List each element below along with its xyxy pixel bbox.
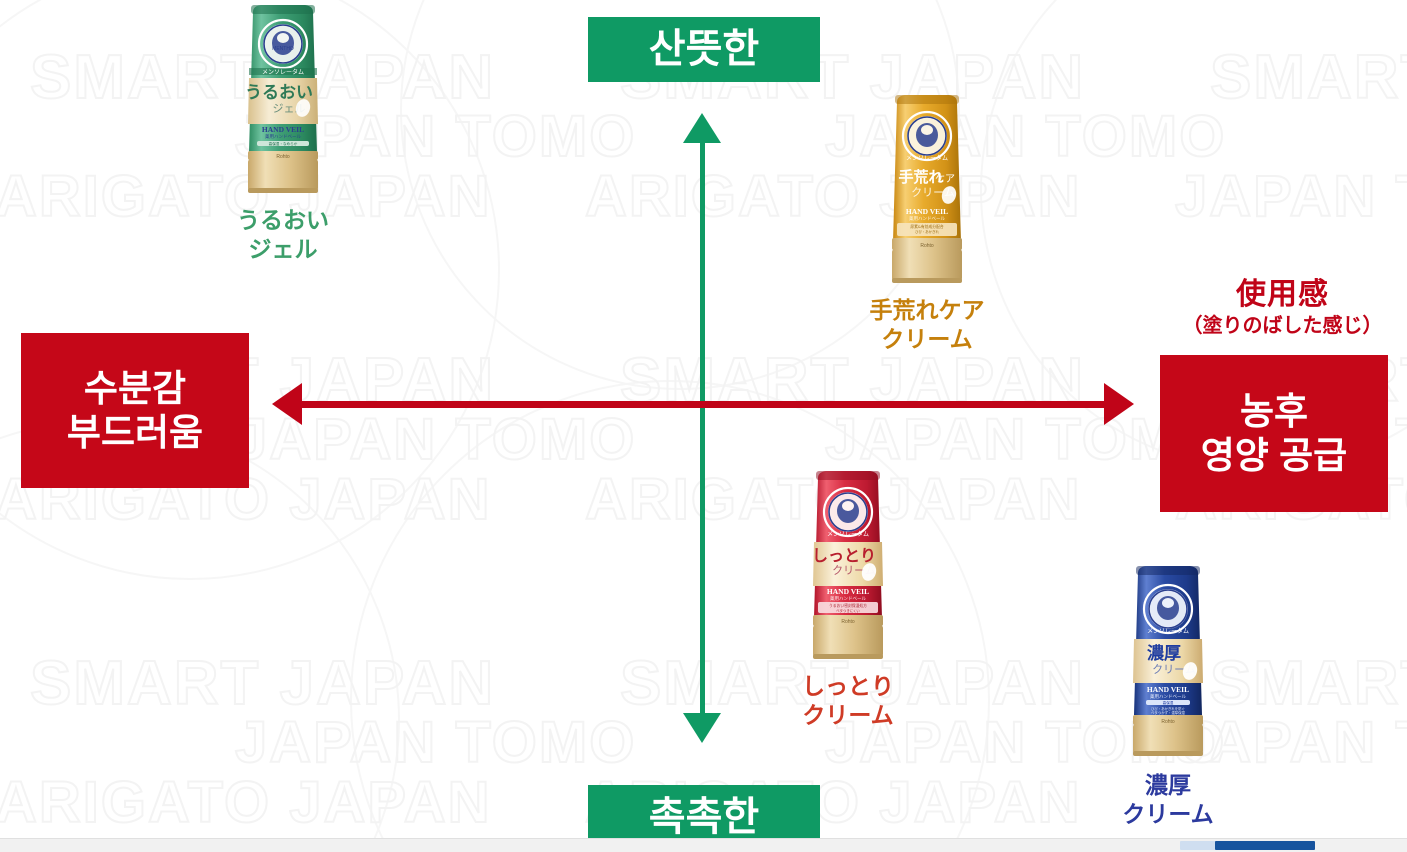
svg-text:メンソレータム: メンソレータム [827,530,869,538]
svg-text:HAND VEIL: HAND VEIL [906,207,948,216]
svg-text:しっとり: しっとり [812,546,876,565]
product-node-uruoi-gel[interactable]: MENTHO メンソレータム うるおい ジェル HAND VEIL 薬用ハンドベ… [198,2,368,264]
svg-text:うるおい密封保湿処方: うるおい密封保湿処方 [829,603,867,608]
watermark-text-line3: ARIGATO JAPAN [0,769,492,836]
product-image-shittori-cream: メンソレータム しっとり クリーム HAND VEIL 薬用ハンドベール うるお… [804,468,892,665]
axis-label-left: 수분감 부드러움 [21,333,249,488]
product-label-uruoi-gel: うるおい ジェル [237,207,329,262]
svg-text:薬用ハンドベール: 薬用ハンドベール [830,595,866,602]
watermark-text-line1: SMART JAPAN [1209,42,1407,113]
svg-text:メンソレータム: メンソレータム [1147,627,1189,635]
axis-label-top-text: 산뜻한 [648,26,760,71]
svg-text:うるおい: うるおい [245,83,313,103]
horizontal-axis-line [300,401,1110,408]
svg-text:薬用ハンドベール: 薬用ハンドベール [265,133,301,140]
watermark-text-line1: SMART JAPAN [29,648,496,719]
product-image-tearare-care-cream: メンソレータム 手荒れ ケア クリーム HAND VEIL 薬用ハンドベール 尿… [883,92,971,289]
axis-label-left-text: 수분감 부드러움 [66,367,204,453]
svg-text:Rohto: Rohto [1161,719,1175,725]
product-node-nouko-cream[interactable]: メンソレータム 濃厚 クリーム HAND VEIL 薬用ハンドベール 高保湿 ひ… [1082,563,1254,829]
axis-label-bottom-text: 촉촉한 [648,794,760,839]
vertical-axis-arrow-down [683,713,721,743]
svg-text:ケア: ケア [935,173,955,185]
svg-text:HAND VEIL: HAND VEIL [262,125,304,134]
svg-text:高保湿・なめらか: 高保湿・なめらか [269,141,298,146]
axis-label-right: 농후 영양 공급 [1160,355,1388,512]
svg-text:ベタつかず・濃厚保湿: ベタつかず・濃厚保湿 [1151,710,1186,715]
horizontal-axis-arrow-left [272,383,302,425]
svg-text:薬用ハンドベール: 薬用ハンドベール [909,215,945,222]
svg-text:HAND VEIL: HAND VEIL [827,587,869,596]
product-label-tearare-care-cream: 手荒れケア クリーム [869,297,985,352]
svg-text:Rohto: Rohto [841,619,855,625]
svg-text:メンソレータム: メンソレータム [262,68,304,76]
svg-text:Rohto: Rohto [920,243,934,249]
svg-text:尿素&有効成分配合: 尿素&有効成分配合 [910,224,944,229]
product-node-tearare-care-cream[interactable]: メンソレータム 手荒れ ケア クリーム HAND VEIL 薬用ハンドベール 尿… [840,92,1014,354]
svg-text:ひび・あかぎれ: ひび・あかぎれ [915,229,939,234]
svg-text:高保湿: 高保湿 [1163,700,1174,705]
svg-text:ベタつきにくい: ベタつきにくい [836,608,860,613]
svg-text:HAND VEIL: HAND VEIL [1147,685,1189,694]
svg-text:メンソレータム: メンソレータム [906,154,948,162]
vertical-axis-line [700,142,705,727]
axis-label-right-text: 농후 영양 공급 [1200,390,1348,476]
svg-text:Rohto: Rohto [276,154,290,160]
product-label-nouko-cream: 濃厚 クリーム [1122,772,1214,827]
vertical-axis-arrow-up [683,113,721,143]
axis-label-top: 산뜻한 [588,17,820,82]
product-node-shittori-cream[interactable]: メンソレータム しっとり クリーム HAND VEIL 薬用ハンドベール うるお… [762,468,934,730]
product-image-uruoi-gel: MENTHO メンソレータム うるおい ジェル HAND VEIL 薬用ハンドベ… [239,2,327,199]
product-image-nouko-cream: メンソレータム 濃厚 クリーム HAND VEIL 薬用ハンドベール 高保湿 ひ… [1124,563,1212,764]
horizontal-axis-arrow-right [1104,383,1134,425]
product-label-shittori-cream: しっとり クリーム [802,673,894,728]
horizontal-scrollbar-thumb[interactable] [1215,841,1315,850]
watermark-text-line2: JAPAN TOMO [1174,163,1407,230]
svg-text:MENTHO: MENTHO [272,46,294,52]
axis-caption-right-main: 使用感 [1236,278,1329,311]
svg-text:濃厚: 濃厚 [1147,643,1181,664]
svg-text:手荒れ: 手荒れ [898,168,943,186]
axis-caption-right-sub: （塗りのばした感じ） [1182,314,1383,337]
svg-text:ひび・あかぎれを防ぐ: ひび・あかぎれを防ぐ [1151,706,1185,711]
svg-text:薬用ハンドベール: 薬用ハンドベール [1150,693,1186,700]
watermark-text-line2: JAPAN TOMO [234,709,637,776]
axis-caption-right: 使用感 （塗りのばした感じ） [1158,278,1407,338]
